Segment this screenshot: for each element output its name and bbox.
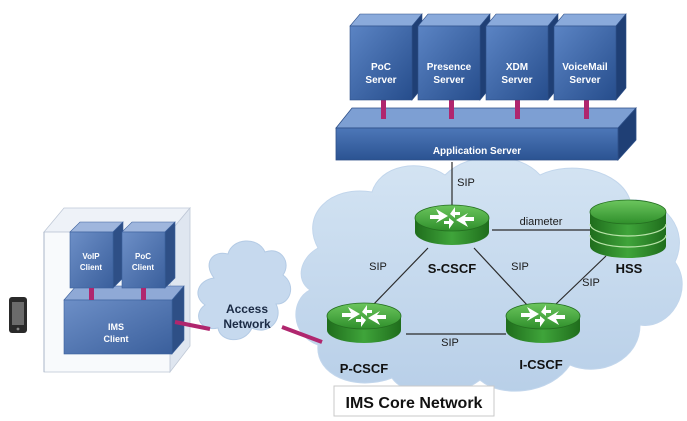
server-box: PoC Server bbox=[349, 13, 423, 101]
server-row: PoCServerPresenceServerXDMServerVoiceMai… bbox=[349, 13, 627, 101]
access-pcscf-link bbox=[281, 325, 323, 344]
label-icscf-hss: SIP bbox=[582, 277, 600, 289]
link-scscf-pcscf bbox=[371, 247, 429, 307]
voip-ims-connector bbox=[89, 288, 94, 300]
access-network-label-2: Network bbox=[223, 317, 271, 331]
s-cscf-router bbox=[414, 204, 490, 245]
server-label: VoiceMail bbox=[562, 62, 608, 73]
p-cscf-router bbox=[326, 302, 402, 343]
label-as-scscf: SIP bbox=[457, 177, 475, 189]
ims-core-network-box: IMS Core Network bbox=[333, 385, 495, 417]
i-cscf-router bbox=[505, 302, 581, 343]
server-label: PoC bbox=[371, 62, 391, 73]
access-network-label-1: Access bbox=[226, 302, 268, 316]
server-label: Presence bbox=[427, 62, 472, 73]
server-label: XDM bbox=[506, 62, 528, 73]
poc-client-label-1: PoC bbox=[135, 252, 151, 261]
voip-client-label-1: VoIP bbox=[82, 252, 100, 261]
link-scscf-icscf bbox=[473, 247, 529, 307]
client-device: IMS Client VoIP Client PoC Client bbox=[43, 206, 191, 374]
server-box: XDM Server bbox=[485, 13, 559, 101]
router-arrows-icon bbox=[342, 305, 386, 327]
ims-client-label-1: IMS bbox=[108, 322, 124, 332]
application-server-label: Application Server bbox=[433, 146, 521, 157]
ims-core-network-label: IMS Core Network bbox=[346, 395, 483, 412]
i-cscf-label: I-CSCF bbox=[519, 357, 562, 372]
server-label: Server bbox=[365, 75, 396, 86]
label-scscf-pcscf: SIP bbox=[369, 261, 387, 273]
server-label: Server bbox=[433, 75, 464, 86]
label-scscf-hss: diameter bbox=[520, 216, 563, 228]
hss-database-icon bbox=[589, 199, 667, 258]
link-icscf-hss bbox=[555, 255, 607, 305]
router-arrows-icon bbox=[430, 207, 474, 229]
poc-client-label-2: Client bbox=[132, 263, 155, 272]
label-scscf-icscf: SIP bbox=[511, 261, 529, 273]
mobile-phone-icon bbox=[9, 297, 27, 333]
network-links bbox=[371, 162, 607, 335]
access-network-cloud: Access Network bbox=[197, 240, 292, 341]
label-pcscf-icscf: SIP bbox=[441, 337, 459, 349]
server-connectors bbox=[381, 100, 589, 119]
router-arrows-icon bbox=[521, 305, 565, 327]
server-label: Server bbox=[501, 75, 532, 86]
client-access-link bbox=[174, 320, 211, 331]
hss-label: HSS bbox=[616, 261, 643, 276]
s-cscf-label: S-CSCF bbox=[428, 261, 476, 276]
server-label: Server bbox=[569, 75, 600, 86]
application-server-slab: Application Server bbox=[335, 106, 637, 162]
poc-ims-connector bbox=[141, 288, 146, 300]
voip-client-label-2: Client bbox=[80, 263, 103, 272]
p-cscf-label: P-CSCF bbox=[340, 361, 388, 376]
ims-client-label-2: Client bbox=[103, 334, 128, 344]
